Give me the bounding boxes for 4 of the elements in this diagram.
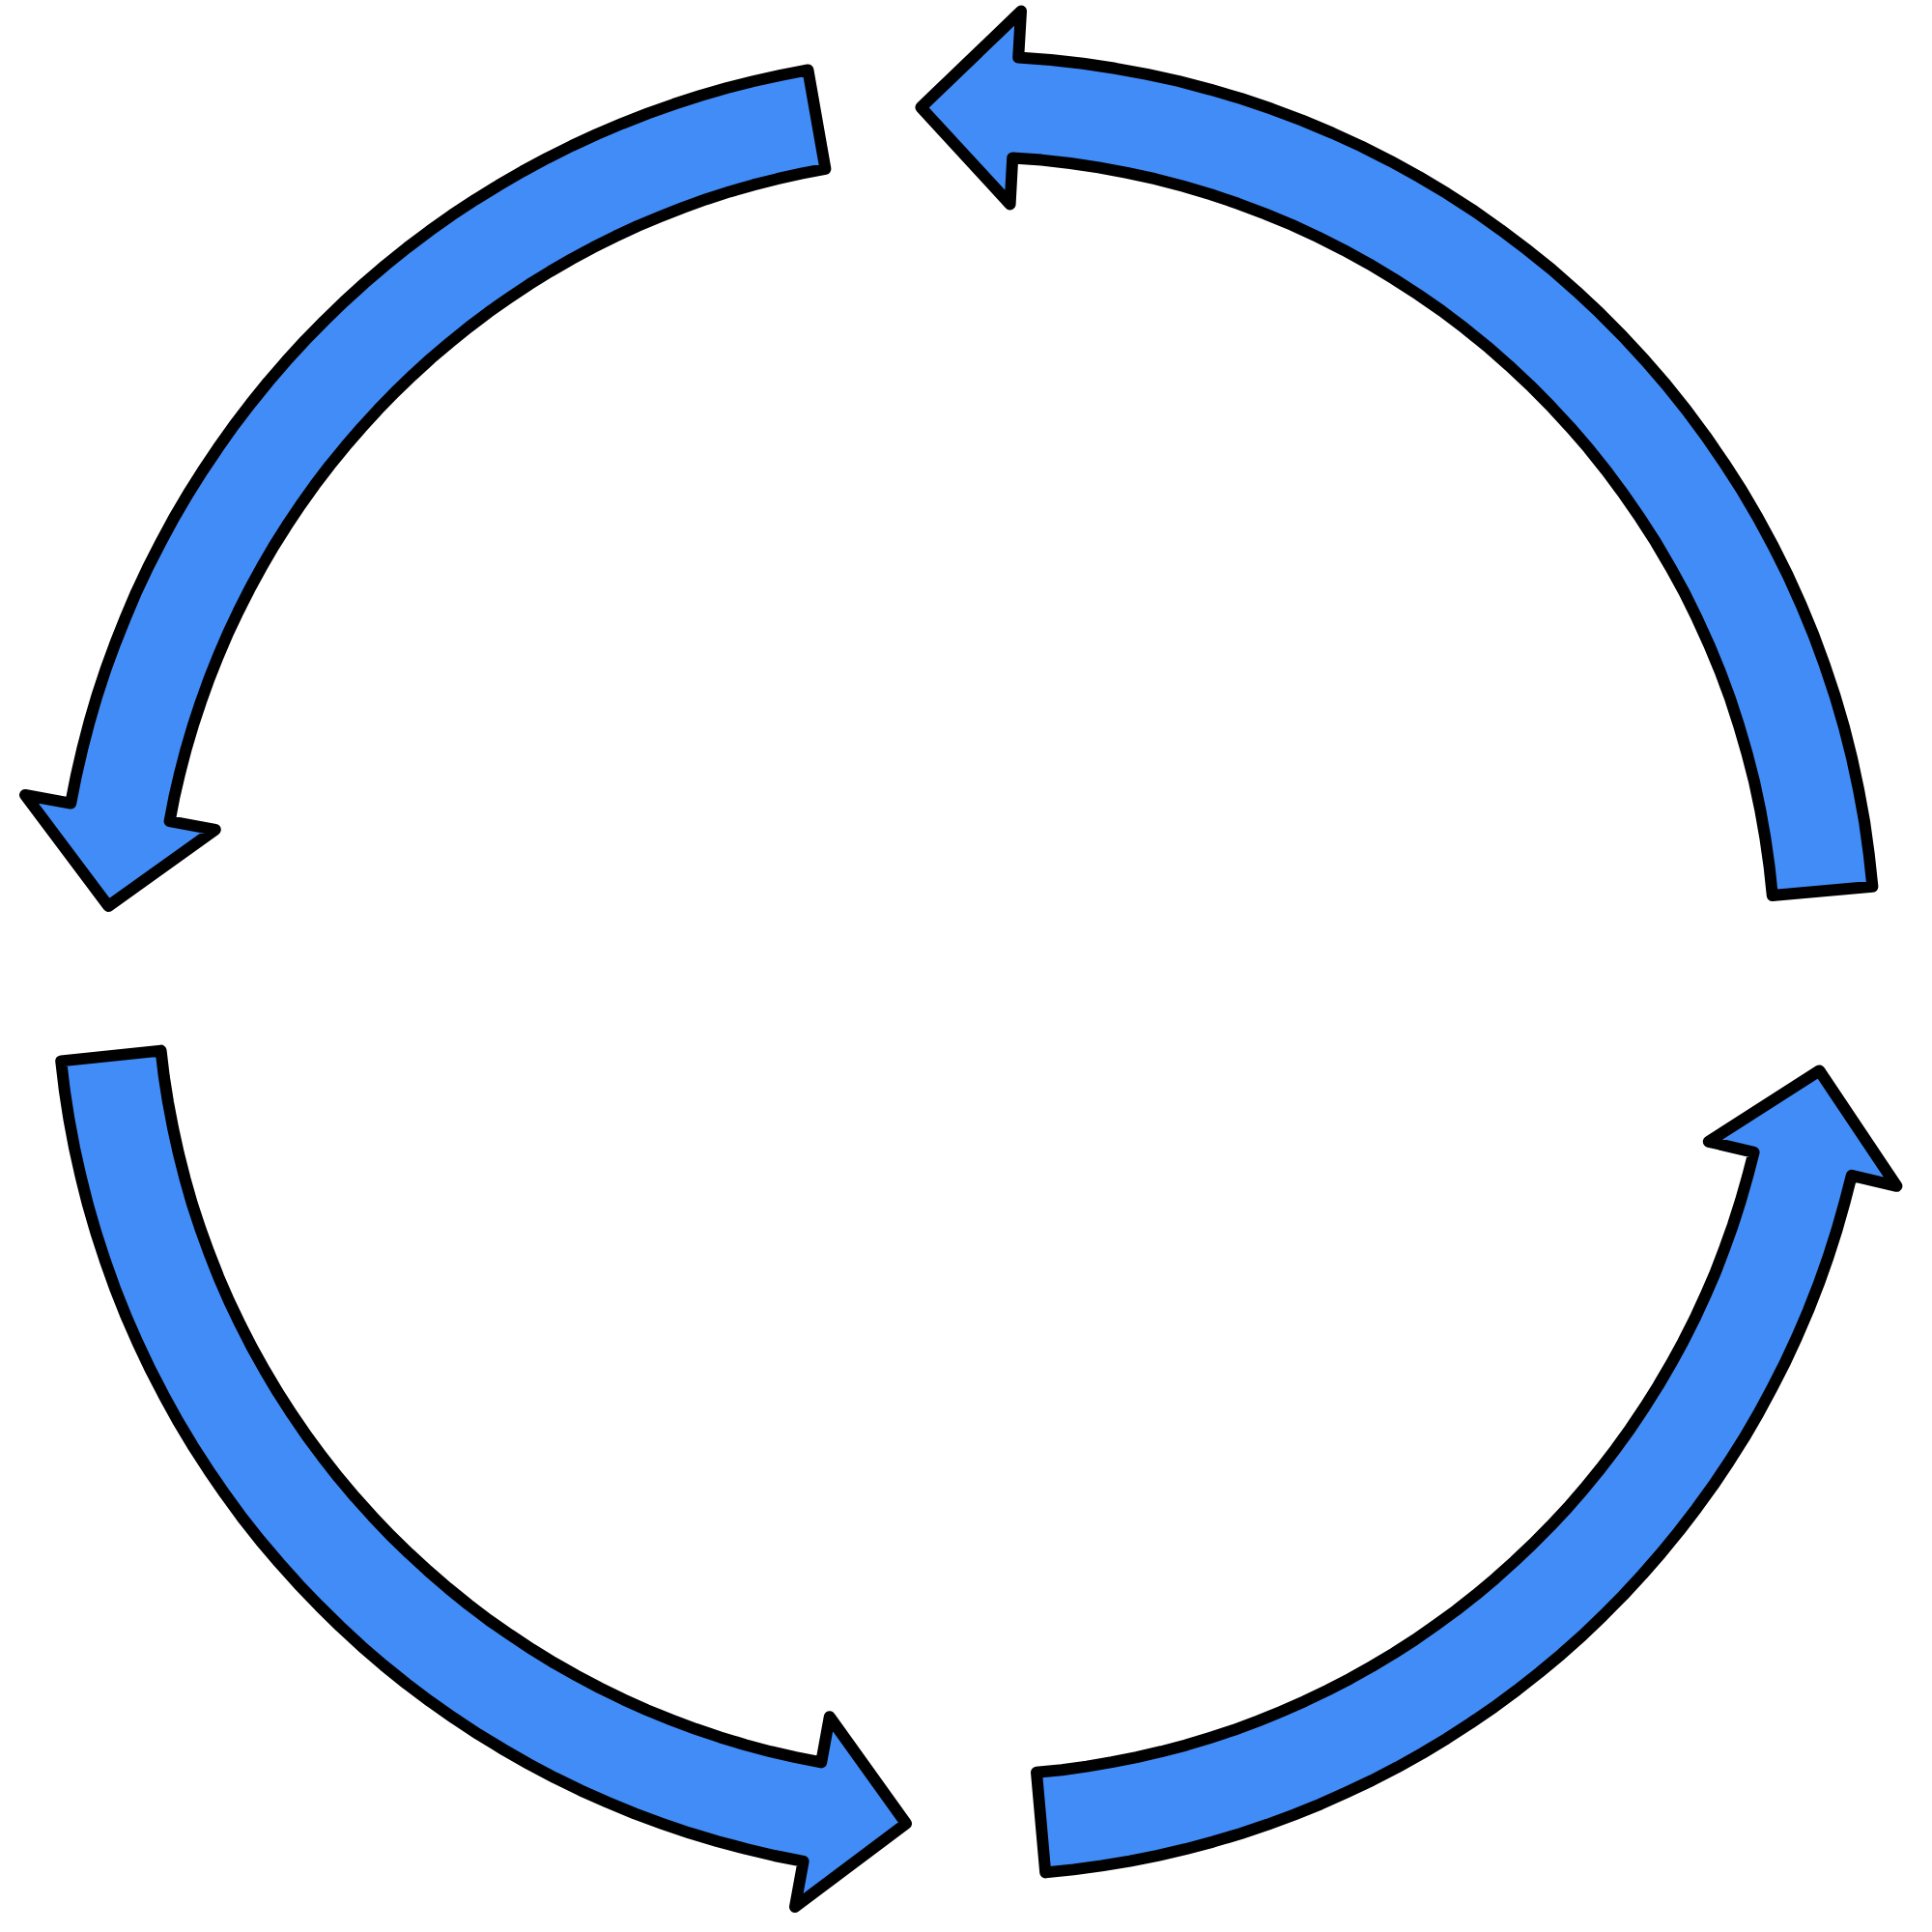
curved-arrow (55, 1044, 912, 1913)
curved-arrow (915, 5, 1879, 901)
curved-arrow (19, 64, 832, 912)
curved-arrow (1031, 1065, 1903, 1879)
